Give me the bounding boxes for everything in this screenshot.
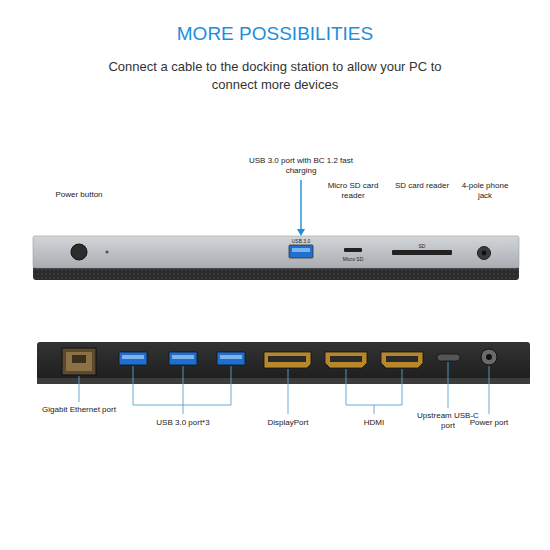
caption: Connect a cable to the docking station t… [105, 58, 445, 93]
leader-lines [79, 362, 489, 414]
port-marking: SD [412, 243, 432, 249]
port-marking: USB 3.0 [284, 238, 318, 244]
callout-label: Gigabit Ethernet port [42, 405, 116, 415]
title: MORE POSSIBILITIES [75, 22, 475, 46]
callout-label: SD card reader [391, 181, 453, 191]
back-panel [37, 342, 530, 384]
callout-label: DisplayPort [253, 418, 323, 428]
port-marking: Micro SD [333, 256, 373, 262]
callout-label: USB 3.0 port with BC 1.2 fast charging [246, 156, 356, 176]
front-panel [33, 180, 519, 280]
callout-label: Micro SD card reader [322, 181, 384, 201]
callout-label: Power port [459, 418, 519, 428]
callout-label: USB 3.0 port*3 [138, 418, 228, 428]
callout-label: HDMI [349, 418, 399, 428]
callout-label: Power button [39, 190, 119, 200]
callout-label: 4-pole phone jack [459, 181, 511, 201]
